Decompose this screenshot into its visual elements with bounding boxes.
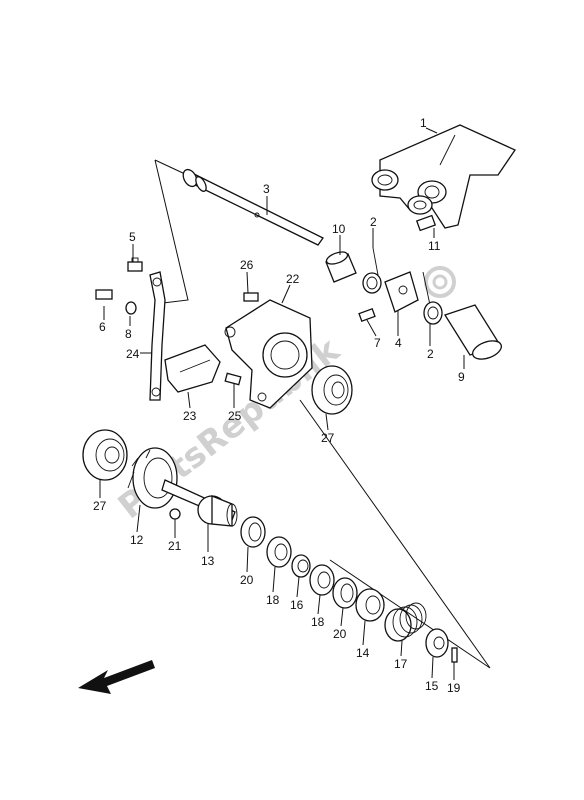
part-27-bearing-left [82,429,128,481]
part-9-roller [444,304,503,360]
label-22: 22 [286,272,300,286]
part-19-pin [451,647,458,663]
label-2-right: 2 [427,347,434,361]
part-15-washer [425,628,449,658]
part-25-bolt [224,372,242,386]
part-20-thrust-bearing-b [332,577,358,609]
label-5: 5 [129,230,136,244]
part-2-spring-left [362,247,382,294]
label-2-left: 2 [370,215,377,229]
label-13: 13 [201,554,215,568]
part-22-plate [224,299,313,409]
part-1-bracket [371,124,516,229]
label-15: 15 [425,679,439,693]
part-10-roller [325,251,357,283]
label-25: 25 [228,409,242,423]
part-3-shaft [182,168,324,246]
front-arrow-icon [78,660,155,694]
label-7: 7 [374,336,381,350]
part-5-bolt [127,257,143,272]
label-20-a: 20 [240,573,254,587]
part-6-bolt [95,289,113,300]
label-6: 6 [99,320,106,334]
part-number-labels: 1 2 2 3 4 5 6 7 8 9 10 11 12 13 14 15 16… [93,116,465,695]
label-19: 19 [447,681,461,695]
part-14-seat [355,588,385,622]
part-17-spring [384,602,427,642]
part-23-bracket [164,344,221,393]
part-8-washer [125,301,137,315]
label-4: 4 [395,336,402,350]
label-23: 23 [183,409,197,423]
label-14: 14 [356,646,370,660]
part-2-spring-right [422,271,443,325]
gear-icon [424,266,456,298]
leader-lines [99,127,465,680]
label-11: 11 [428,239,441,253]
label-21: 21 [168,539,182,553]
part-26-bolt [243,292,259,302]
label-10: 10 [332,222,346,236]
label-17: 17 [394,657,408,671]
part-20-thrust-bearing-a [240,516,266,548]
part-16-washer [291,554,311,578]
part-21-ball [169,508,181,520]
part-11-bolt [415,214,437,232]
part-18-washer-a [266,536,292,568]
part-24-lever [149,271,166,401]
label-20-b: 20 [333,627,347,641]
label-18-a: 18 [266,593,280,607]
part-13-guide [197,495,238,527]
label-16: 16 [290,598,304,612]
label-1: 1 [420,116,427,130]
label-3: 3 [263,182,270,196]
label-27-right: 27 [321,431,335,445]
label-26: 26 [240,258,254,272]
label-18-b: 18 [311,615,325,629]
label-9: 9 [458,370,465,384]
label-27-left: 27 [93,499,107,513]
label-24: 24 [126,347,140,361]
part-18-washer-b [309,564,335,596]
part-7-screw [358,308,376,322]
part-4-collar [384,271,419,313]
label-12: 12 [130,533,144,547]
label-8: 8 [125,327,132,341]
part-27-bearing-right [311,365,353,415]
